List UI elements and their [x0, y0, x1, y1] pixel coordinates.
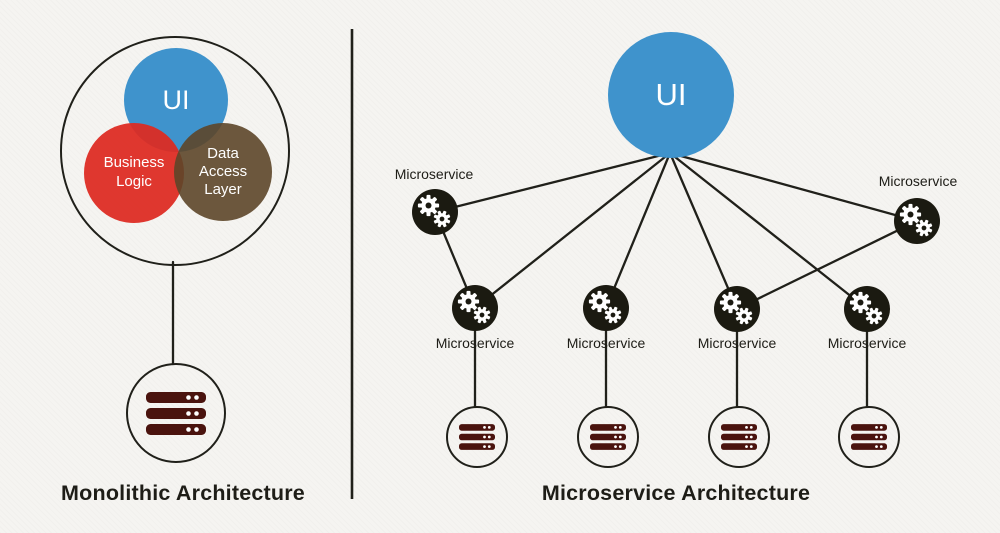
- gears-icon: [412, 189, 458, 235]
- microservice-label-3: Microservice: [435, 335, 515, 351]
- microservice-node-2: [894, 198, 940, 244]
- gears-icon: [714, 286, 760, 332]
- gears-icon: [583, 285, 629, 331]
- gears-icon: [452, 285, 498, 331]
- microservice-label-2: Microservice: [878, 173, 958, 189]
- ui-label-right: UI: [655, 77, 687, 112]
- database-circle-3: [708, 406, 770, 468]
- microservice-label-1: Microservice: [394, 166, 474, 182]
- database-circle-1: [446, 406, 508, 468]
- monolith-boundary-circle: [60, 36, 290, 266]
- ui-circle-right: UI: [608, 32, 734, 158]
- server-icon: [721, 424, 757, 450]
- server-icon: [590, 424, 626, 450]
- ui-label-left: UI: [162, 84, 190, 115]
- database-circle-2: [577, 406, 639, 468]
- edge-ui-svc4: [604, 151, 672, 310]
- data-access-label: Data Access Layer: [198, 145, 248, 198]
- edge-svc2-svc5: [735, 219, 919, 311]
- right-title: Microservice Architecture: [541, 481, 811, 505]
- gears-icon: [844, 286, 890, 332]
- gears-icon: [894, 198, 940, 244]
- left-title: Monolithic Architecture: [61, 481, 305, 505]
- microservice-label-4: Microservice: [566, 335, 646, 351]
- business-logic-circle: Business Logic: [84, 123, 184, 223]
- database-circle-4: [838, 406, 900, 468]
- edges: [171, 151, 919, 408]
- microservice-label-6: Microservice: [827, 335, 907, 351]
- microservice-node-4: [583, 285, 629, 331]
- server-icon: [146, 392, 206, 435]
- server-icon: [459, 424, 495, 450]
- microservice-node-3: [452, 285, 498, 331]
- microservice-node-6: [844, 286, 890, 332]
- server-icon: [851, 424, 887, 450]
- edge-ui-svc3: [473, 151, 672, 310]
- edge-ui-svc1: [433, 151, 672, 214]
- edge-ui-svc5: [668, 151, 739, 311]
- edge-ui-svc2: [668, 151, 919, 223]
- data-access-circle: Data Access Layer: [174, 123, 272, 221]
- monolith-database-circle: [126, 363, 226, 463]
- microservice-label-5: Microservice: [697, 335, 777, 351]
- business-logic-label: Business Logic: [103, 154, 165, 190]
- edge-ui-svc6: [668, 151, 869, 311]
- microservice-node-5: [714, 286, 760, 332]
- microservice-node-1: [412, 189, 458, 235]
